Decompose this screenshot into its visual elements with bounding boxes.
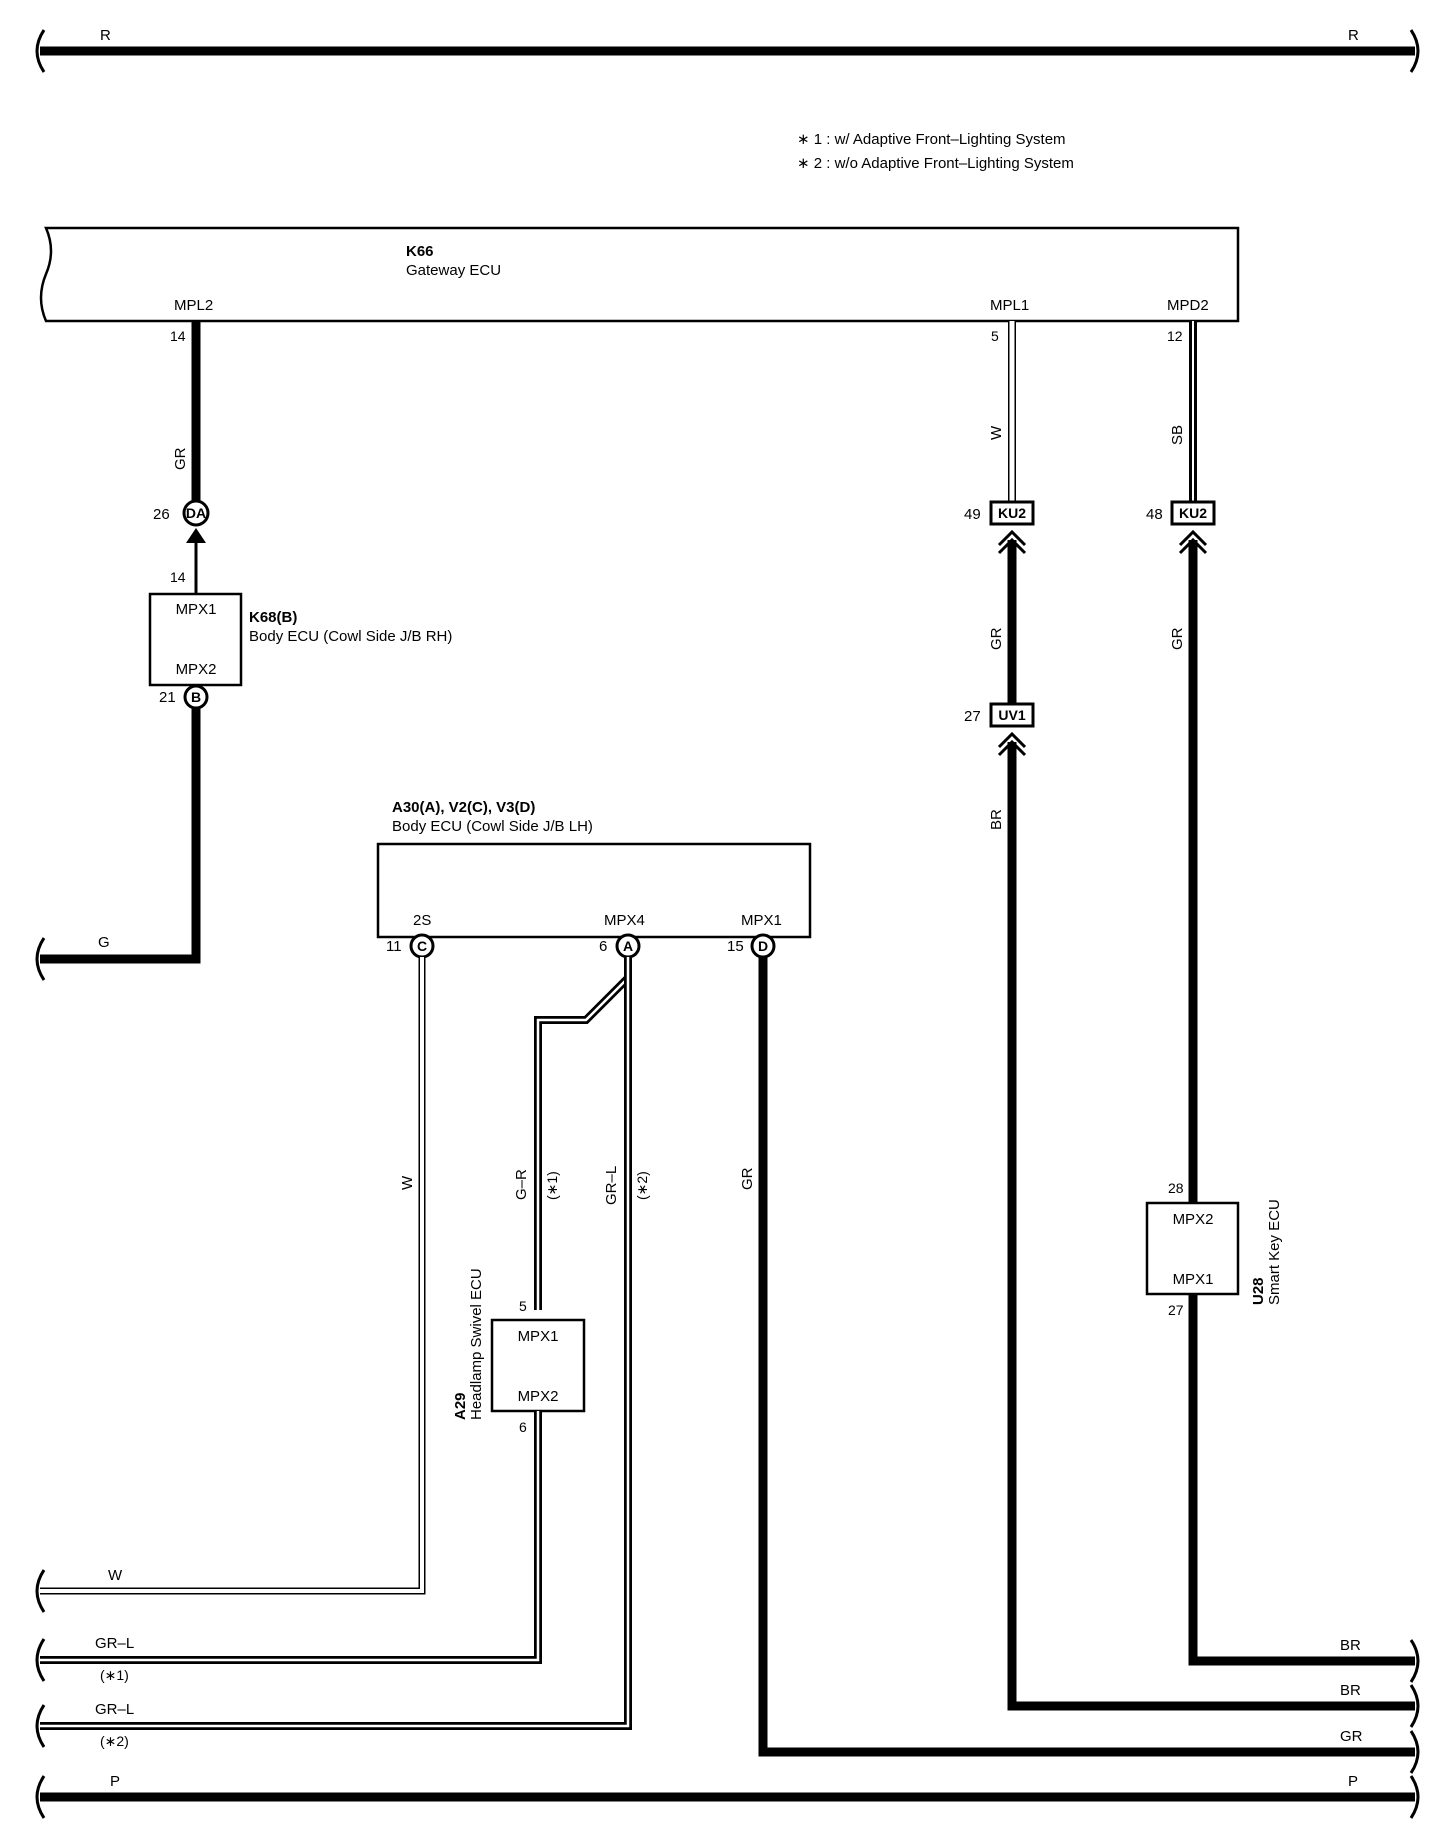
- wire-label-w-lower-vertical: W: [399, 1175, 416, 1190]
- connector-da-label: DA: [186, 505, 206, 521]
- connector-ku2-a-pin: 49: [964, 506, 981, 523]
- wire-label-gr-l-star1: GR–L: [95, 1635, 134, 1652]
- legend-note-1: ∗ 1 : w/ Adaptive Front–Lighting System: [797, 131, 1066, 148]
- legend-note-2: ∗ 2 : w/o Adaptive Front–Lighting System: [797, 155, 1074, 172]
- body-ecu-rh-name: Body ECU (Cowl Side J/B RH): [249, 628, 452, 645]
- bus-wire-p: [35, 1775, 1420, 1819]
- wire-br-middle: [1007, 742, 1420, 1728]
- smart-key-ecu-mpx1: MPX1: [1173, 1271, 1214, 1288]
- wire-label-br-right: BR: [1340, 1637, 1361, 1654]
- gateway-ecu-id: K66: [406, 243, 434, 260]
- wire-label-gr-middle: GR: [988, 627, 1005, 650]
- connector-d-pin: 15: [727, 938, 744, 955]
- wire-label-gr-right: GR: [1340, 1728, 1363, 1745]
- wire-label-g-r: G–R: [513, 1169, 530, 1200]
- headlamp-ecu-pin-5: 5: [519, 1298, 527, 1314]
- wire-label-p-right: P: [1348, 1773, 1358, 1790]
- smart-key-ecu-mpx2: MPX2: [1173, 1211, 1214, 1228]
- connector-uv1-pin: 27: [964, 708, 981, 725]
- wire-label-br-vertical: BR: [988, 809, 1005, 830]
- body-ecu-lh-name: Body ECU (Cowl Side J/B LH): [392, 818, 593, 835]
- gateway-pin-mpl2: MPL2: [174, 297, 213, 314]
- body-ecu-lh-pin-mpx1: MPX1: [741, 912, 782, 929]
- body-ecu-rh-mpx2: MPX2: [176, 661, 217, 678]
- wire-label-w-upper: W: [988, 425, 1005, 440]
- connector-ku2-a-label: KU2: [998, 505, 1026, 521]
- gateway-pin-5: 5: [991, 328, 999, 344]
- gateway-pin-mpd2: MPD2: [1167, 297, 1209, 314]
- headlamp-ecu-id: A29: [452, 1392, 469, 1420]
- wire-g: [35, 708, 201, 981]
- wire-g-r-star1: [534, 957, 632, 1310]
- smart-key-ecu-pin-27: 27: [1168, 1302, 1184, 1318]
- wire-label-br-middle-right: BR: [1340, 1682, 1361, 1699]
- wire-label-r-left: R: [100, 27, 111, 44]
- headlamp-ecu-mpx1: MPX1: [518, 1328, 559, 1345]
- connector-uv1: [989, 702, 1035, 728]
- wire-label-gr-from-d: GR: [739, 1167, 756, 1190]
- wire-gr-l-star2: [35, 957, 632, 1748]
- wire-note-star1-upper: (∗1): [544, 1171, 560, 1200]
- connector-c-pin: 11: [386, 938, 402, 955]
- connector-ku2-b-label: KU2: [1179, 505, 1207, 521]
- gateway-pin-14: 14: [170, 328, 186, 344]
- body-ecu-lh-pin-2s: 2S: [413, 912, 431, 929]
- body-ecu-lh-box: [376, 842, 812, 939]
- wire-note-star2-lower: (∗2): [100, 1733, 129, 1749]
- connector-ku2-b: [1170, 500, 1216, 526]
- wire-label-gr-l-vertical: GR–L: [603, 1166, 620, 1205]
- body-ecu-lh-id: A30(A), V2(C), V3(D): [392, 799, 535, 816]
- wire-br-right: [1188, 1294, 1420, 1683]
- body-ecu-rh-mpx1: MPX1: [176, 601, 217, 618]
- wire-label-r-right: R: [1348, 27, 1359, 44]
- headlamp-ecu-pin-6: 6: [519, 1419, 527, 1435]
- connector-ku2-a: [989, 500, 1035, 526]
- body-ecu-rh-id: K68(B): [249, 609, 297, 626]
- smart-key-ecu-box: [1145, 1201, 1240, 1296]
- connector-b-pin: 21: [159, 689, 176, 706]
- wire-label-gr-l-star2: GR–L: [95, 1701, 134, 1718]
- wire-label-p-left: P: [110, 1773, 120, 1790]
- smart-key-ecu-pin-28: 28: [1168, 1180, 1184, 1196]
- wire-label-g: G: [98, 934, 110, 951]
- wire-gr-from-d: [758, 957, 1420, 1774]
- arrow-da-to-body-ecu: [186, 528, 206, 595]
- wire-note-star1-lower: (∗1): [100, 1667, 129, 1683]
- bus-wire-r: [35, 29, 1420, 73]
- gateway-ecu-name: Gateway ECU: [406, 262, 501, 279]
- connector-ku2-b-pin: 48: [1146, 506, 1163, 523]
- smart-key-ecu-name: Smart Key ECU: [1266, 1199, 1283, 1305]
- body-ecu-rh-pin-14: 14: [170, 569, 186, 585]
- headlamp-ecu-mpx2: MPX2: [518, 1388, 559, 1405]
- connector-da: [182, 499, 210, 527]
- wire-label-sb: SB: [1169, 425, 1186, 445]
- headlamp-ecu-name: Headlamp Swivel ECU: [468, 1268, 485, 1420]
- connector-c-label: C: [417, 938, 427, 954]
- wire-label-gr-right-vertical: GR: [1169, 627, 1186, 650]
- gateway-ecu-box: [39, 226, 1240, 323]
- connector-uv1-label: UV1: [998, 707, 1025, 723]
- smart-key-ecu-id: U28: [1250, 1277, 1267, 1305]
- wire-note-star2-upper: (∗2): [634, 1171, 650, 1200]
- connector-da-pin: 26: [153, 506, 170, 523]
- wire-label-w-lower: W: [108, 1567, 123, 1584]
- connector-a-label: A: [623, 938, 633, 954]
- connector-a-pin: 6: [599, 938, 607, 955]
- gateway-pin-mpl1: MPL1: [990, 297, 1029, 314]
- wire-label-gr-left: GR: [172, 447, 189, 470]
- wire-gr-l-star1: [35, 1411, 542, 1682]
- connector-d-label: D: [758, 938, 768, 954]
- wire-w-lower: [35, 957, 426, 1613]
- gateway-pin-12: 12: [1167, 328, 1183, 344]
- body-ecu-lh-pin-mpx4: MPX4: [604, 912, 645, 929]
- connector-b-label: B: [191, 689, 201, 705]
